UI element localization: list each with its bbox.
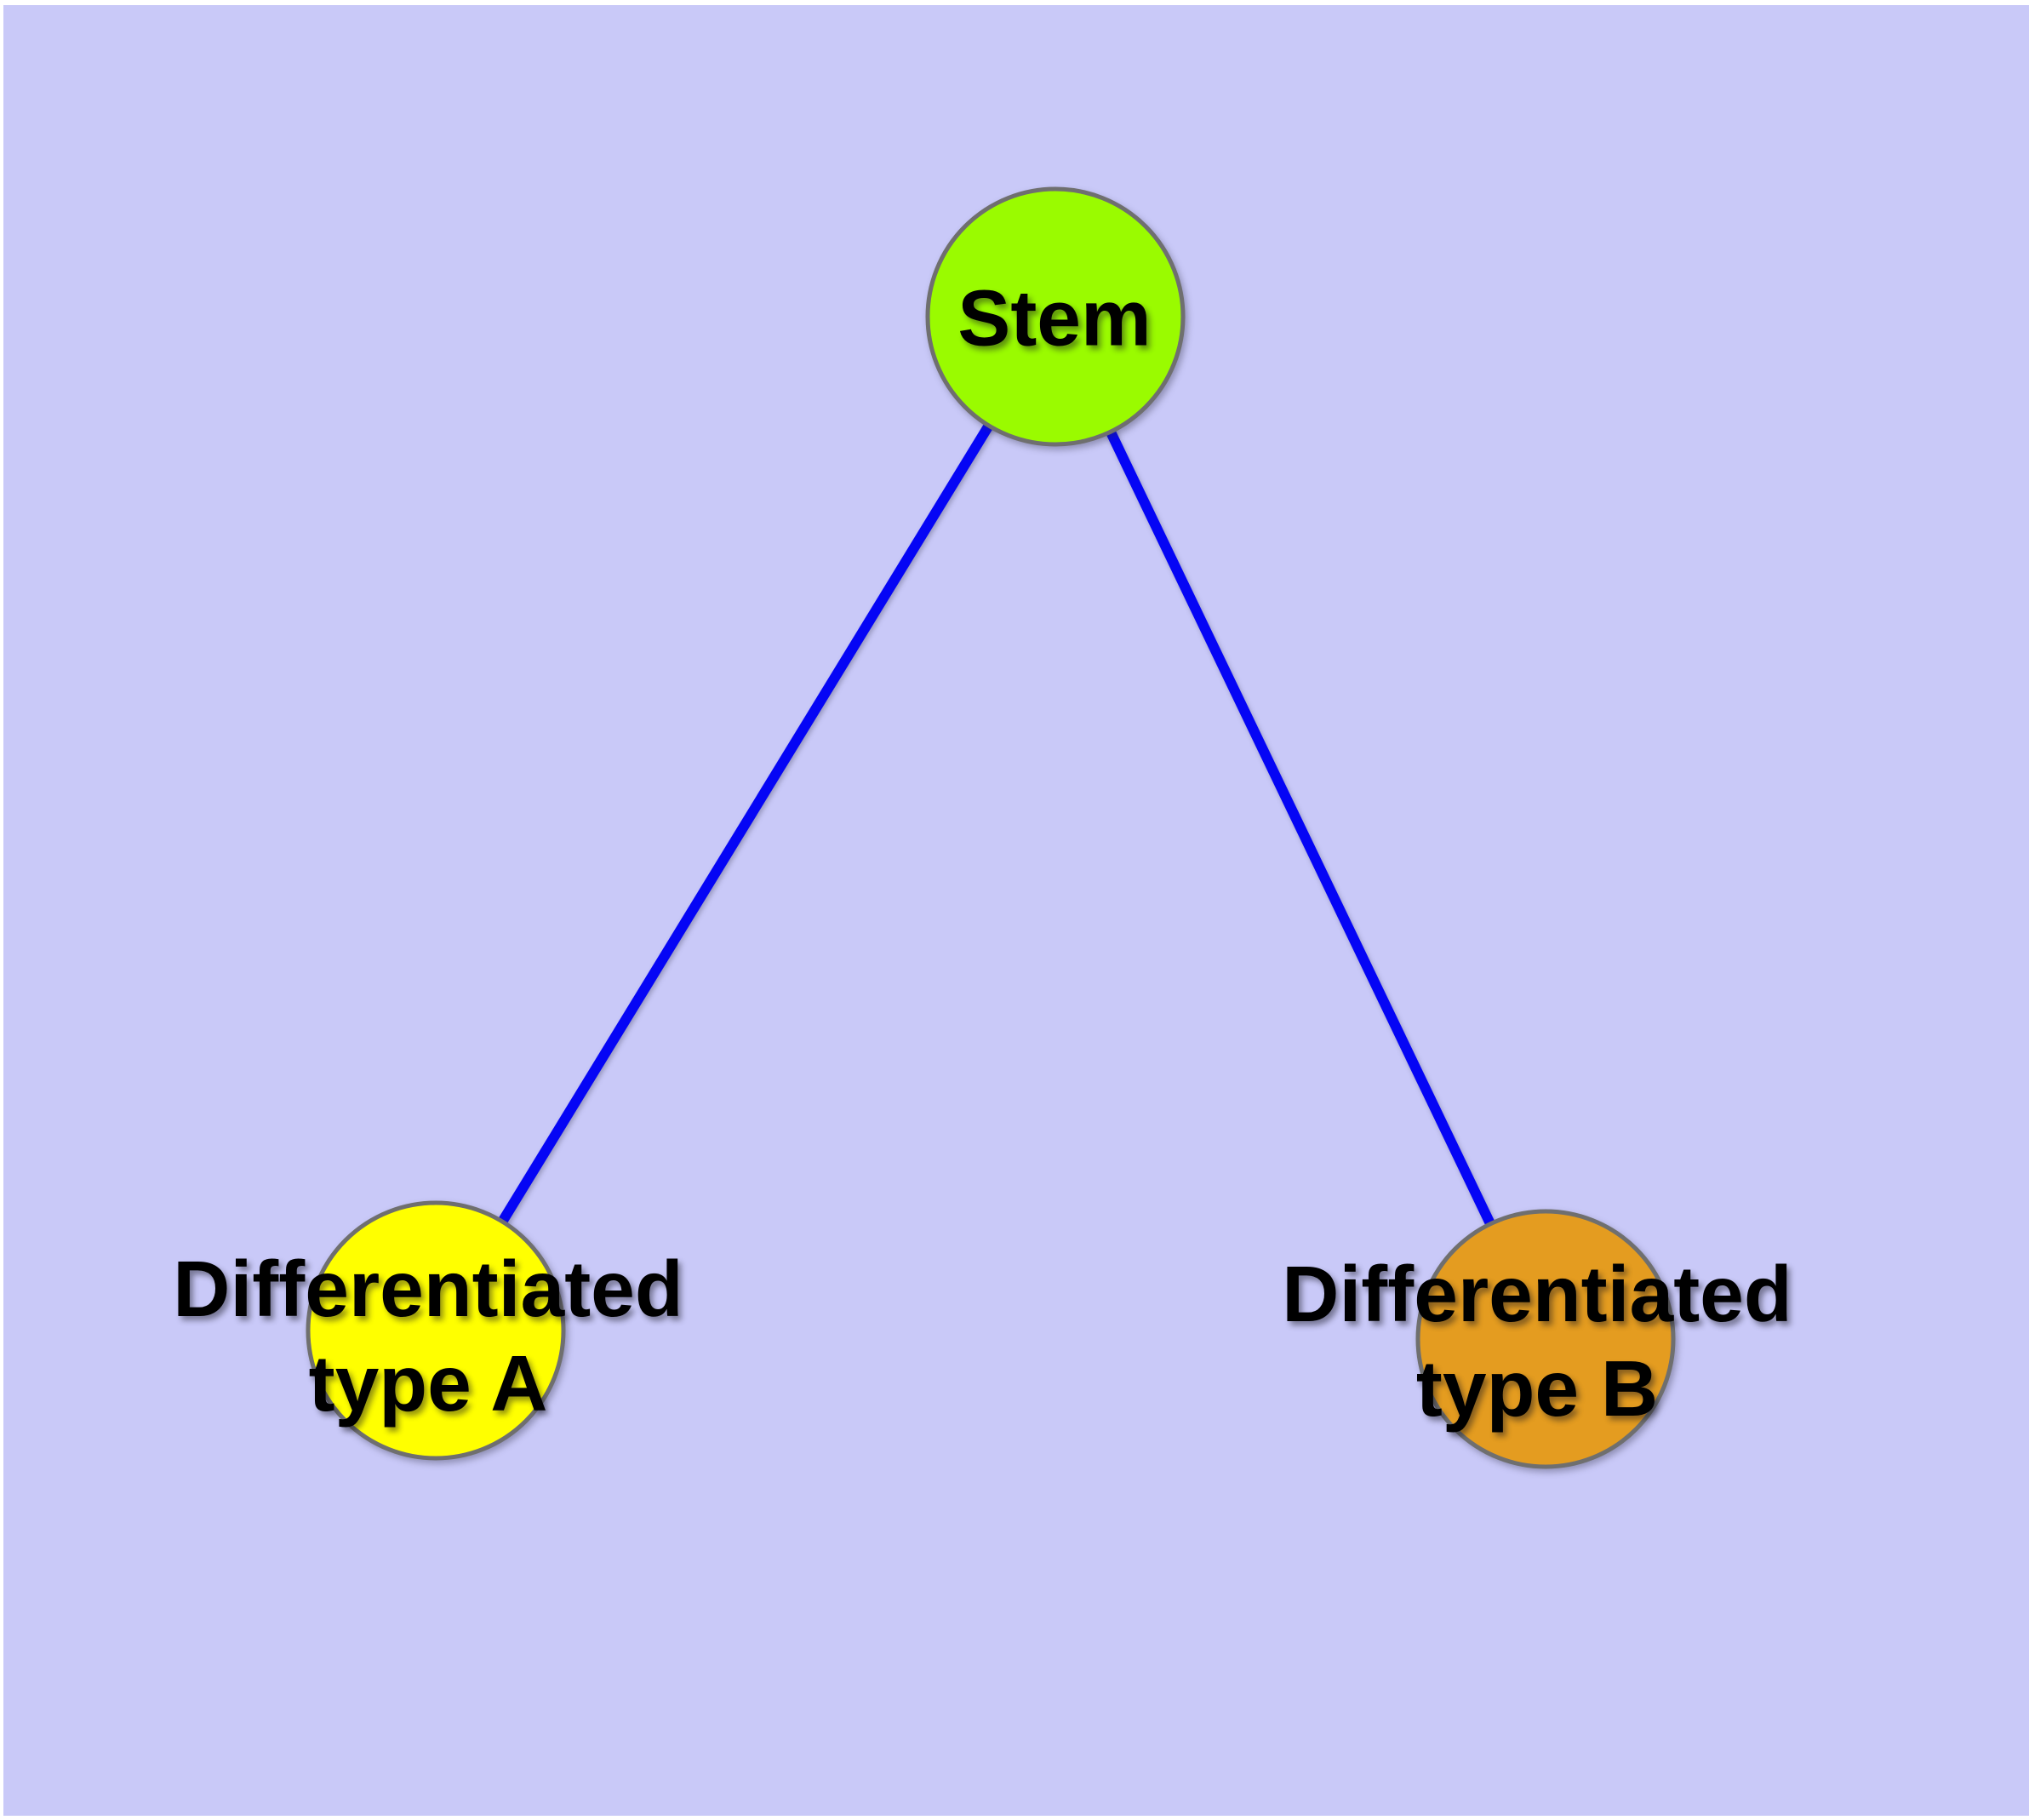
node-label-differentiated-type-b: Differentiated type B (1282, 1247, 1792, 1436)
node-label-stem: Stem (957, 272, 1151, 366)
node-differentiated-type-a-circle (306, 1200, 566, 1461)
node-label-stem-text: Stem (957, 273, 1152, 363)
edge-stem-to-type-a (431, 313, 1060, 1334)
node-differentiated-type-b-circle (1415, 1209, 1676, 1469)
node-label-type-b-line1: Differentiated (1282, 1250, 1792, 1338)
edge-stem-to-type-b (1050, 314, 1551, 1342)
node-label-type-b-line2: type B (1415, 1344, 1659, 1433)
node-label-type-a-line1: Differentiated (173, 1245, 683, 1333)
node-label-differentiated-type-a: Differentiated type A (173, 1242, 683, 1431)
node-label-type-a-line2: type A (308, 1339, 548, 1428)
node-stem-circle (925, 186, 1186, 447)
